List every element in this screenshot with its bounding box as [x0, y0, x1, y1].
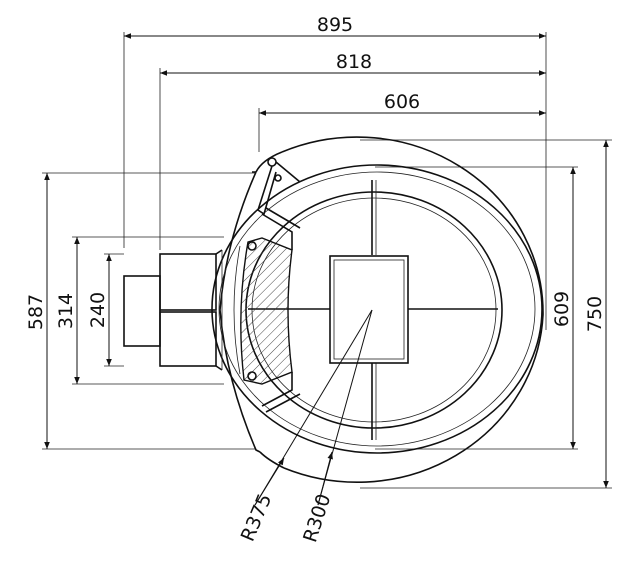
dim-left-height: 587	[25, 172, 256, 450]
dim-box-height: 314	[55, 236, 224, 385]
dim-body-width: 818	[159, 51, 546, 250]
dim-overall-height: 750	[360, 139, 612, 489]
dim-box-inner-height: 240	[87, 253, 124, 367]
dim-box-height-label: 314	[55, 293, 77, 329]
dim-inner-height-label: 609	[551, 291, 573, 327]
dim-overall-height-label: 750	[584, 296, 606, 332]
dim-box-inner-height-label: 240	[87, 292, 109, 328]
outer-housing	[219, 136, 544, 483]
dim-overall-width-label: 895	[317, 14, 353, 36]
radius-inner-label: R300	[299, 491, 335, 545]
dim-body-width-label: 818	[336, 51, 372, 73]
hatched-door-section	[233, 207, 301, 413]
dim-inner-width: 606	[258, 91, 546, 152]
dim-inner-width-label: 606	[384, 91, 420, 113]
radius-outer-label: R375	[237, 491, 277, 545]
hinge-arm	[257, 157, 301, 216]
center-column	[329, 255, 409, 364]
dim-inner-height: 609	[375, 166, 578, 450]
side-box	[123, 249, 223, 371]
dim-left-height-label: 587	[25, 294, 47, 330]
dim-overall-width: 895	[123, 14, 547, 330]
